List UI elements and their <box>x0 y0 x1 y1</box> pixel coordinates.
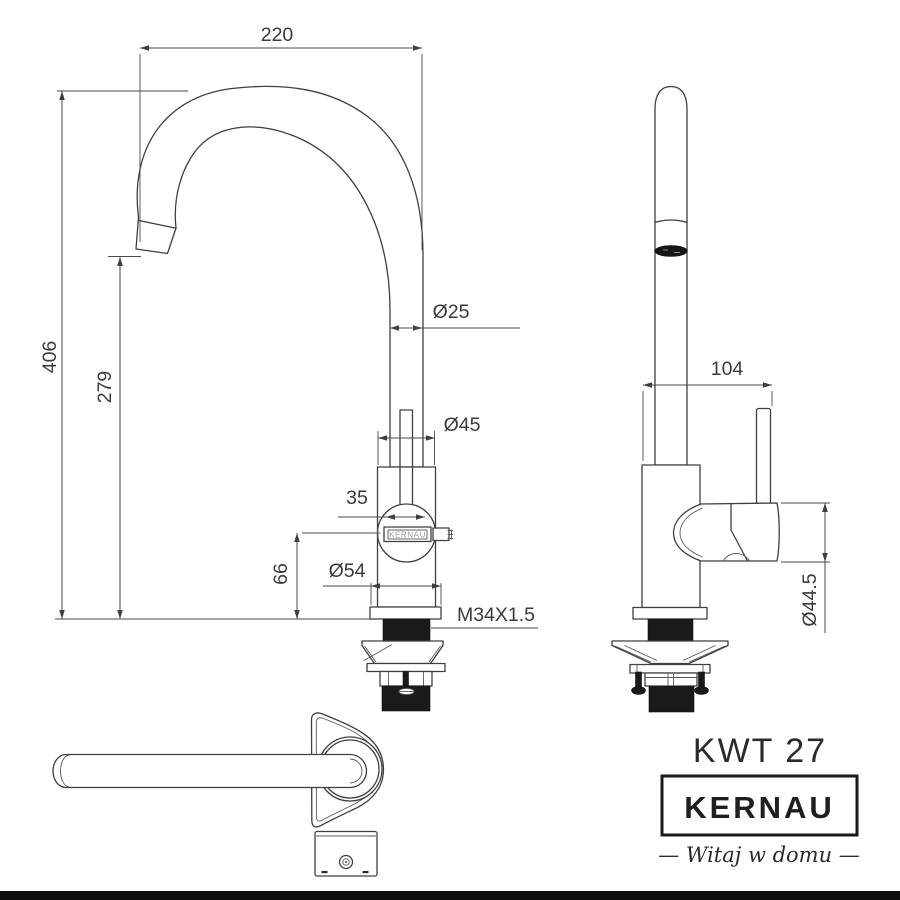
escutcheon-front-details <box>363 644 441 663</box>
dim-label-279: 279 <box>94 371 116 404</box>
brand-logo-text: KERNAU <box>684 790 835 825</box>
logo-plate <box>383 526 432 543</box>
nut-side-lines <box>645 673 697 686</box>
dim-label-o45: Ø45 <box>444 414 481 436</box>
base-flange-front <box>369 606 442 620</box>
dim-label-thread: M34X1.5 <box>457 604 535 626</box>
spout-outline <box>135 85 424 468</box>
logo-plate-inner <box>387 529 428 540</box>
footer-bar <box>0 891 900 900</box>
screw-shaft-right <box>698 671 705 688</box>
washer-side-ticks <box>636 664 704 673</box>
screw-head-right <box>694 686 709 695</box>
base-plate-top <box>314 830 378 877</box>
dim-label-104: 104 <box>711 358 744 380</box>
brand-block: KWT 27 KERNAU — Witaj w domu — <box>658 732 860 867</box>
dim-label-66: 66 <box>270 563 292 585</box>
set-screw-outer <box>338 854 354 870</box>
tube-seam-side <box>654 219 688 224</box>
plate-mark-left <box>321 871 328 874</box>
dim-label-35: 35 <box>346 487 368 509</box>
nut-slot-front <box>402 671 409 687</box>
housing-intersection-curve <box>679 507 703 558</box>
aerator-side <box>654 245 688 257</box>
thread-upper-front <box>382 618 431 642</box>
spout-top-tube <box>52 753 368 789</box>
set-screw-center <box>345 861 347 863</box>
spout-aerator-band <box>138 219 177 229</box>
screw-head-left <box>631 686 646 695</box>
set-screw-inner <box>342 858 350 866</box>
brand-tagline: — Witaj w domu — <box>658 843 860 867</box>
lever-stub-end-marks <box>447 529 453 540</box>
dim-label-o54: Ø54 <box>329 560 366 582</box>
dim-label-406: 406 <box>39 341 61 374</box>
housing-cap-divider <box>730 502 749 562</box>
spout-top-cap-lines <box>60 754 363 788</box>
top-view <box>52 712 385 877</box>
washer-front <box>366 662 446 673</box>
dim-lines <box>61 47 826 633</box>
brand-logo-box <box>660 774 859 837</box>
aerator-texture <box>663 249 680 253</box>
mounting-nut-side <box>644 672 698 687</box>
handle-housing-side <box>672 502 780 562</box>
front-view: KERNAU <box>135 85 453 712</box>
housing-bottom-arc <box>722 553 751 562</box>
dim-label-o44-5: Ø44.5 <box>799 573 821 626</box>
base-flange-side <box>632 606 708 620</box>
screw-shaft-left <box>635 671 642 688</box>
nut-facet-lines-front <box>388 671 424 686</box>
thread-upper-side <box>647 618 694 642</box>
extension-lines <box>55 54 830 620</box>
lever-stub <box>432 527 450 542</box>
plate-mark-right <box>362 871 369 874</box>
dim-label-220: 220 <box>261 24 294 46</box>
body-logo-text: KERNAU <box>389 531 426 540</box>
dimensions: 220 406 279 Ø25 Ø45 35 Ø54 66 M34X1.5 10… <box>39 24 830 633</box>
model-number: KWT 27 <box>693 732 827 770</box>
thread-lower-side <box>648 686 695 713</box>
side-view <box>611 85 780 713</box>
cartridge-stem <box>399 409 414 507</box>
washer-side <box>629 663 711 674</box>
escutcheon-side-details <box>614 645 726 663</box>
dim-label-o25: Ø25 <box>433 301 470 323</box>
handle-lever-side <box>755 407 772 505</box>
spout-tube-side <box>654 85 688 466</box>
